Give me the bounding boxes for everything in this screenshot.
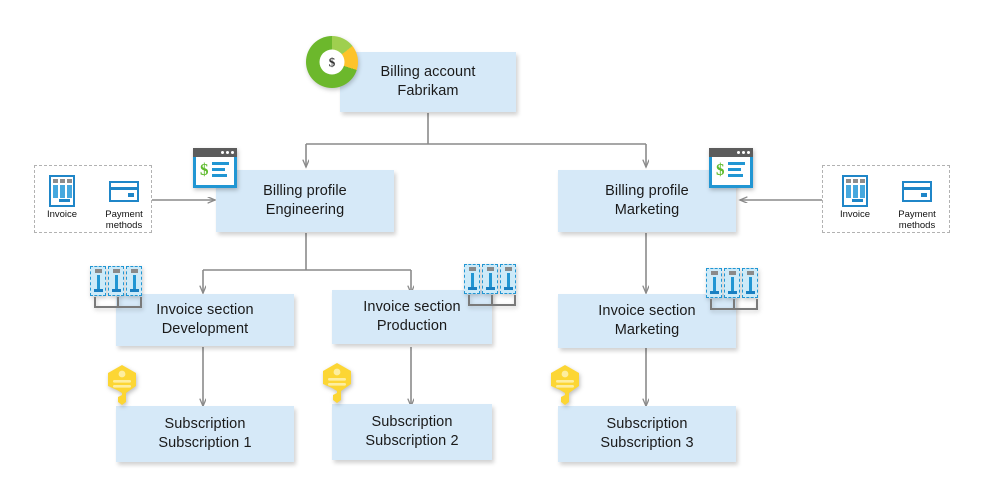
subscription-3-line2: Subscription 3 bbox=[600, 435, 694, 451]
invoice-label: Invoice bbox=[46, 209, 78, 220]
node-subscription-3[interactable]: Subscription Subscription 3 bbox=[558, 406, 736, 462]
invoice-section-marketing-line1: Invoice section bbox=[598, 302, 696, 319]
subscription-2-line1: Subscription bbox=[371, 413, 453, 430]
node-invoice-section-development[interactable]: Invoice section Development bbox=[116, 294, 294, 346]
billing-account-donut-dollar-icon: $ bbox=[306, 36, 358, 88]
invoice-label: Invoice bbox=[839, 209, 871, 220]
subscription-1-line2: Subscription 1 bbox=[158, 435, 252, 451]
invoice-section-production-line2: Production bbox=[376, 318, 448, 334]
billing-account-line2: Fabrikam bbox=[397, 83, 459, 99]
invoice-section-marketing-line2: Marketing bbox=[614, 322, 680, 338]
node-invoice-section-production[interactable]: Invoice section Production bbox=[332, 290, 492, 344]
node-subscription-2[interactable]: Subscription Subscription 2 bbox=[332, 404, 492, 460]
subscription-3-key-icon bbox=[548, 364, 582, 415]
credit-card-icon bbox=[902, 180, 932, 202]
invoice-document-icon bbox=[49, 175, 75, 207]
payment-methods-label-line2: methods bbox=[105, 219, 143, 231]
credit-card-icon bbox=[109, 180, 139, 202]
billing-profile-marketing-line1: Billing profile bbox=[605, 182, 689, 199]
invoice-item-left[interactable]: Invoice bbox=[36, 175, 88, 221]
payment-methods-item-left[interactable]: Payment methods bbox=[98, 175, 150, 232]
subscription-3-line1: Subscription bbox=[606, 415, 688, 432]
payment-methods-label-line1: Payment bbox=[105, 209, 143, 220]
node-billing-profile-engineering[interactable]: Billing profile Engineering bbox=[216, 170, 394, 232]
billing-profile-marketing-line2: Marketing bbox=[614, 202, 680, 218]
billing-account-line1: Billing account bbox=[380, 63, 476, 80]
invoice-item-right[interactable]: Invoice bbox=[829, 175, 881, 221]
invoice-section-marketing-cards-icon bbox=[706, 268, 762, 316]
subscription-2-line2: Subscription 2 bbox=[365, 433, 459, 449]
billing-profile-engineering-line2: Engineering bbox=[265, 202, 345, 218]
invoice-section-development-cards-icon bbox=[90, 266, 146, 314]
invoice-section-development-line1: Invoice section bbox=[156, 301, 254, 318]
subscription-1-key-icon bbox=[105, 364, 139, 415]
subscription-2-key-icon bbox=[320, 362, 354, 413]
payment-group-right: Invoice Payment methods bbox=[822, 165, 950, 233]
node-subscription-1[interactable]: Subscription Subscription 1 bbox=[116, 406, 294, 462]
payment-group-left: Invoice Payment methods bbox=[34, 165, 152, 233]
node-billing-account[interactable]: Billing account Fabrikam bbox=[340, 52, 516, 112]
invoice-section-production-line1: Invoice section bbox=[363, 298, 461, 315]
payment-methods-label-line1: Payment bbox=[898, 209, 936, 220]
payment-methods-item-right[interactable]: Payment methods bbox=[891, 175, 943, 232]
invoice-section-production-cards-icon bbox=[464, 264, 520, 312]
node-invoice-section-marketing[interactable]: Invoice section Marketing bbox=[558, 294, 736, 348]
invoice-section-development-line2: Development bbox=[161, 321, 249, 337]
subscription-1-line1: Subscription bbox=[164, 415, 246, 432]
node-billing-profile-marketing[interactable]: Billing profile Marketing bbox=[558, 170, 736, 232]
billing-profile-engineering-line1: Billing profile bbox=[263, 182, 347, 199]
invoice-document-icon bbox=[842, 175, 868, 207]
billing-profile-marketing-browser-dollar-icon: $ bbox=[709, 148, 753, 188]
billing-profile-engineering-browser-dollar-icon: $ bbox=[193, 148, 237, 188]
payment-methods-label-line2: methods bbox=[898, 219, 936, 231]
